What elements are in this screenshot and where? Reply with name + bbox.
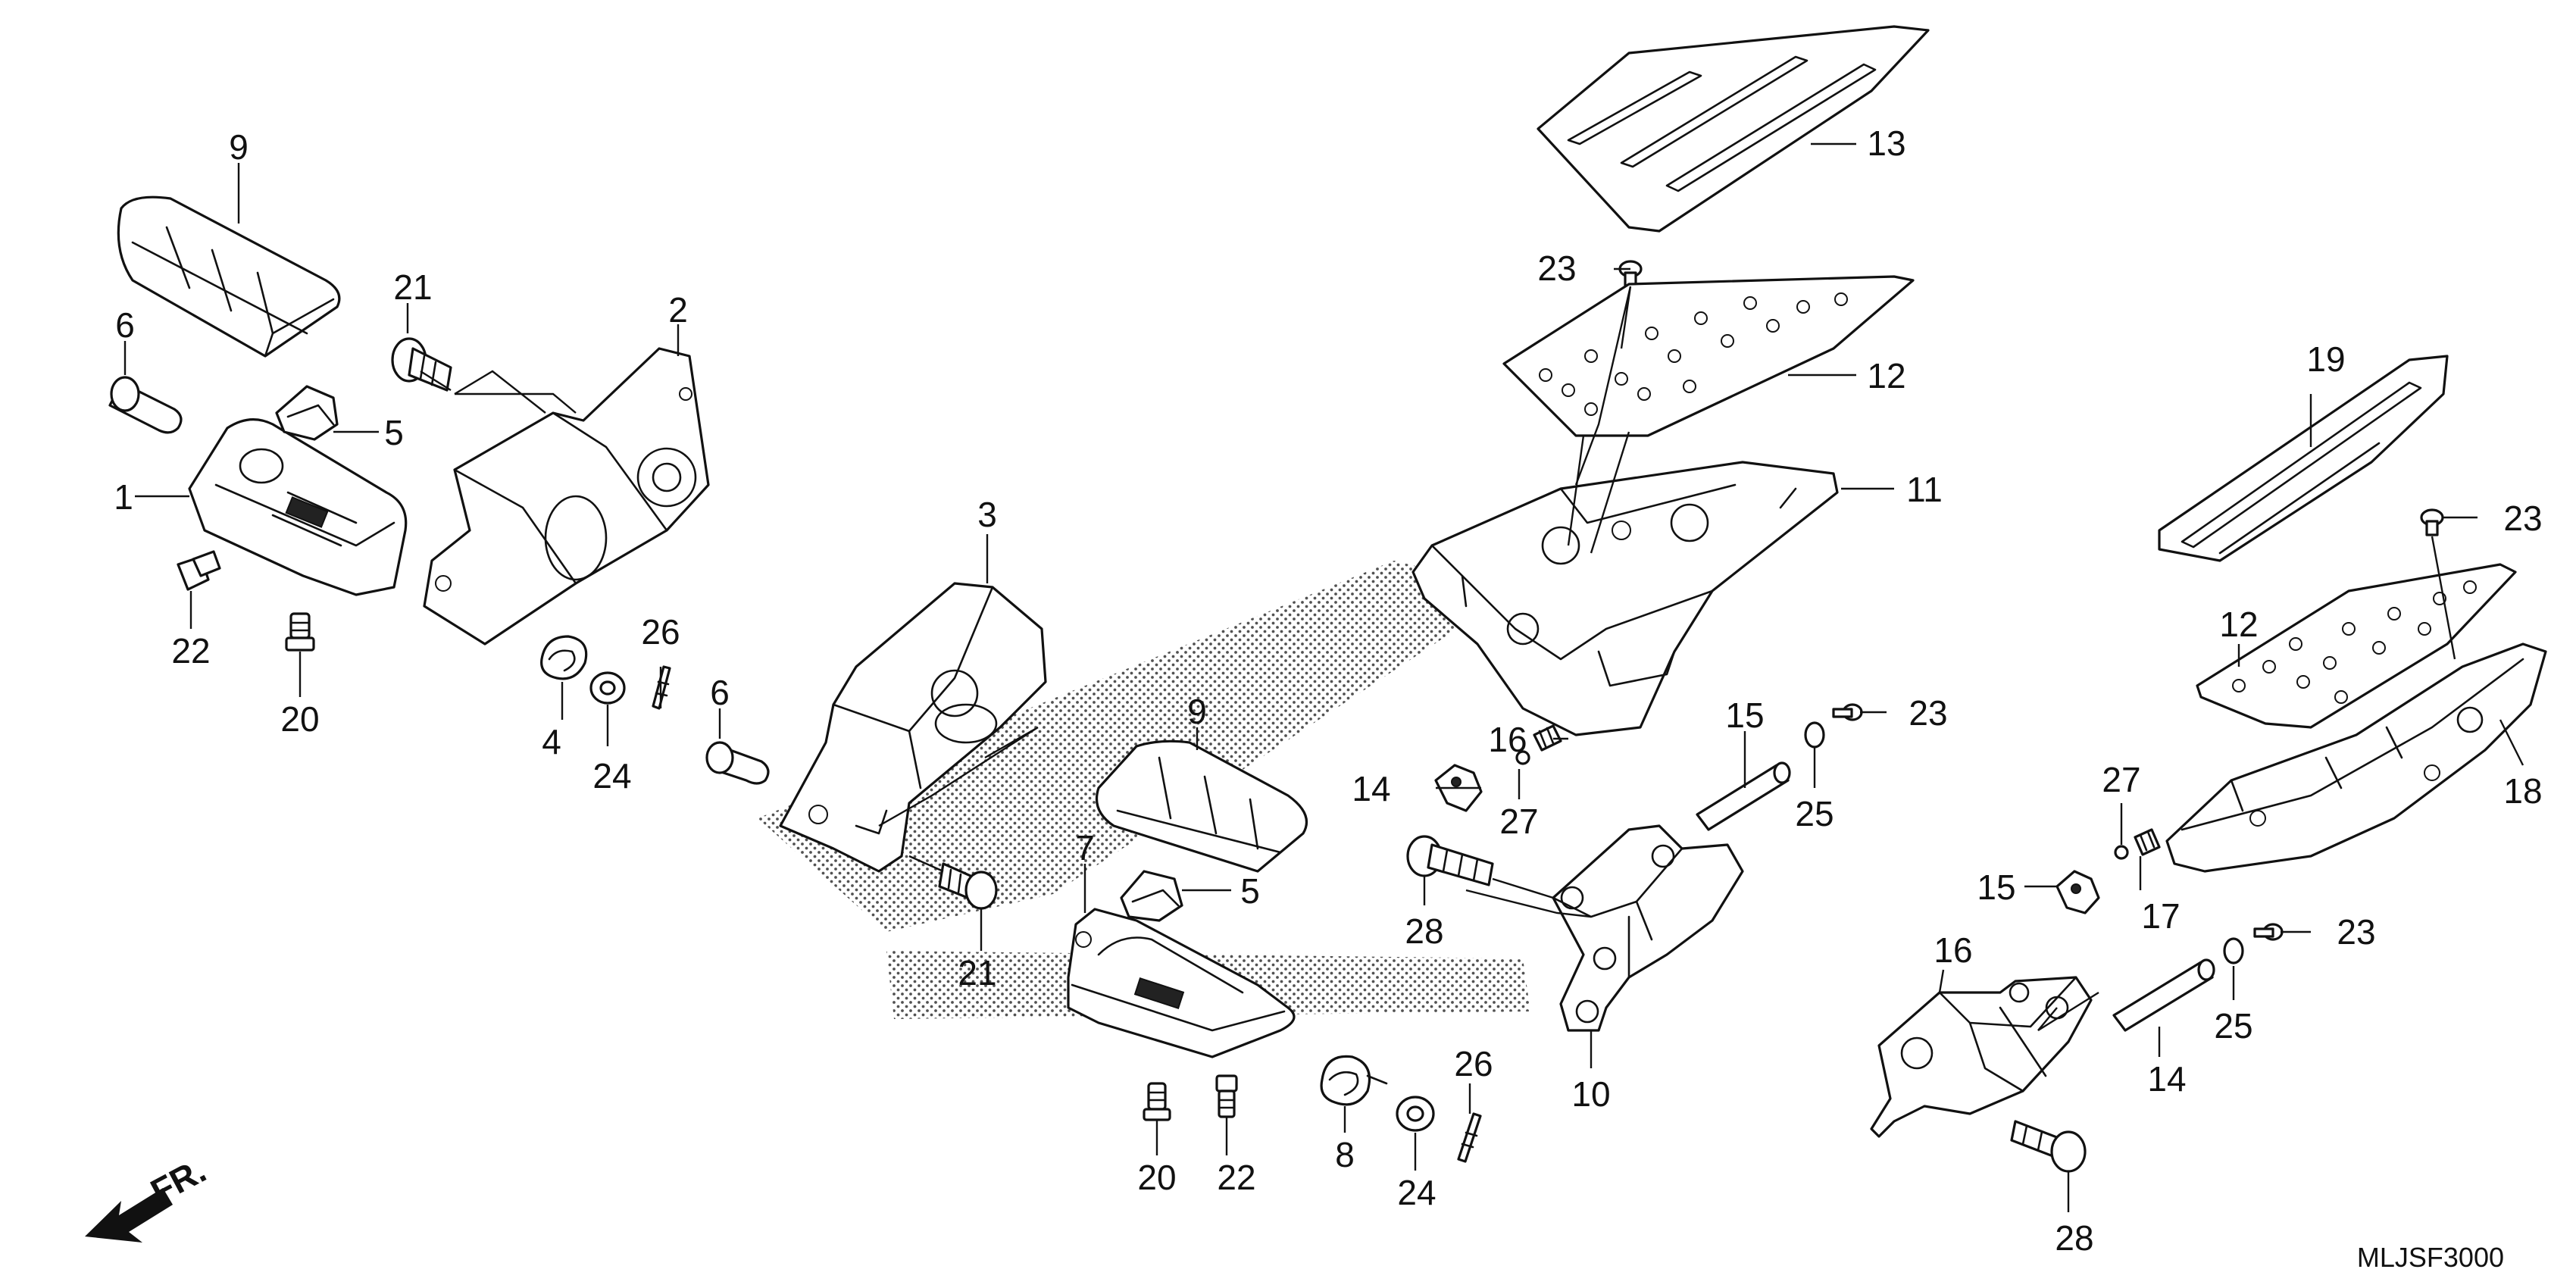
callout-4: 4 <box>542 722 561 761</box>
callout-27: 27 <box>1499 802 1538 841</box>
holder-18 <box>2165 642 2547 873</box>
callout-15: 15 <box>1725 696 1764 735</box>
holder-3 <box>779 582 1047 873</box>
callout-26: 26 <box>1454 1044 1493 1083</box>
screw-20-left <box>285 612 315 652</box>
callout-21: 21 <box>393 267 432 307</box>
callout-6: 6 <box>115 305 135 345</box>
callout-14: 15 <box>1977 868 2015 907</box>
callout-9: 9 <box>1187 692 1207 731</box>
plate-12-center <box>1502 275 1915 437</box>
callout-23: 23 <box>1537 249 1576 288</box>
leader-lines <box>123 142 2524 1212</box>
spring-16-center <box>1533 724 1562 752</box>
bolt-28-right <box>2010 1120 2087 1173</box>
screw-23-upper <box>1618 260 1643 288</box>
spring-8 <box>1320 1055 1388 1106</box>
callout-19: 19 <box>2306 339 2345 379</box>
rubber-pad-center <box>1095 739 1308 873</box>
drawing-code: MLJSF3000 <box>2357 1242 2504 1273</box>
callout-16: 16 <box>1488 720 1527 759</box>
plate-13 <box>1537 25 1930 233</box>
callout-8: 8 <box>1335 1135 1355 1174</box>
callout-5: 5 <box>1240 871 1260 911</box>
callout-1: 1 <box>114 477 133 517</box>
screw-20-center <box>1143 1082 1171 1121</box>
spring-16-right <box>2134 828 2161 856</box>
callout-11: 11 <box>1906 470 1943 509</box>
callout-27: 27 <box>2102 760 2140 799</box>
pin-15-right <box>2112 958 2215 1032</box>
callout-20: 20 <box>1137 1158 1176 1197</box>
plate-19 <box>2158 355 2449 562</box>
callout-3: 3 <box>977 495 997 534</box>
callout-28: 28 <box>2055 1218 2093 1258</box>
plate-12-right <box>2196 563 2517 729</box>
bracket-10 <box>1552 824 1744 1032</box>
callout-13: 13 <box>1867 123 1905 163</box>
callout-21: 21 <box>958 953 996 993</box>
front-direction-marker: FR. <box>85 1150 212 1243</box>
clip-left <box>275 385 339 441</box>
pin-middle <box>705 741 770 785</box>
callout-23: 23 <box>2337 912 2375 952</box>
callout-25: 25 <box>1795 794 1834 833</box>
washer-24-left <box>589 671 626 705</box>
callout-14: 14 <box>1352 769 1390 808</box>
bolt-21-left <box>391 337 452 392</box>
callout-6: 6 <box>710 673 730 712</box>
callout-10: 10 <box>1571 1074 1610 1114</box>
spring-4-left <box>540 635 588 680</box>
bolt-28-center <box>1406 835 1494 886</box>
callout-16: 17 <box>2141 896 2180 936</box>
front-arrow-icon <box>85 1188 173 1243</box>
callout-22: 22 <box>1217 1158 1255 1197</box>
callout-12: 12 <box>2219 605 2258 644</box>
ball-27-right <box>2114 845 2129 860</box>
callout-7: 7 <box>1075 828 1095 868</box>
bolt-21-center <box>938 862 998 910</box>
pin-15-center <box>1696 761 1791 831</box>
callout-12: 12 <box>1867 356 1905 395</box>
callout-23: 23 <box>1909 693 1947 733</box>
callout-26: 26 <box>641 612 680 652</box>
bolt-22-left <box>177 550 221 591</box>
callout-17: 16 <box>1934 930 1972 970</box>
callout-23: 23 <box>2503 499 2542 538</box>
callout-24: 24 <box>592 756 631 796</box>
pin-left <box>108 376 183 434</box>
callout-9: 9 <box>229 127 249 167</box>
rubber-pad-left <box>117 195 341 358</box>
footpeg-left <box>188 417 408 596</box>
clip-14-right <box>2055 870 2100 914</box>
bracket-11 <box>1411 461 1839 736</box>
screw-23-right-upper <box>2420 508 2444 536</box>
clip-center <box>1120 870 1183 922</box>
callout-numbers: 9 21 2 6 5 1 22 20 4 24 26 6 3 21 9 5 7 … <box>114 123 2542 1258</box>
callout-18: 18 <box>2503 771 2542 811</box>
callout-25: 25 <box>2214 1006 2252 1046</box>
footpeg-7 <box>1067 908 1296 1058</box>
callout-28: 28 <box>1405 911 1443 951</box>
callout-15: 14 <box>2147 1059 2186 1099</box>
ball-27-center <box>1515 750 1530 765</box>
bracket-left <box>423 347 710 646</box>
washer-25-right <box>2223 937 2244 964</box>
callout-5: 5 <box>384 413 404 452</box>
callout-24: 24 <box>1397 1173 1436 1212</box>
callout-2: 2 <box>668 290 688 330</box>
screw-23-center <box>1832 703 1863 721</box>
bracket-17 <box>1870 976 2093 1138</box>
washer-24-center <box>1396 1096 1435 1132</box>
callout-22: 22 <box>171 631 210 671</box>
cotter-pin-26-center <box>1457 1112 1482 1163</box>
washer-25-center <box>1804 721 1825 749</box>
bolt-22-center <box>1215 1074 1238 1118</box>
callout-20: 20 <box>280 699 319 739</box>
screw-23-right-lower <box>2253 923 2284 941</box>
